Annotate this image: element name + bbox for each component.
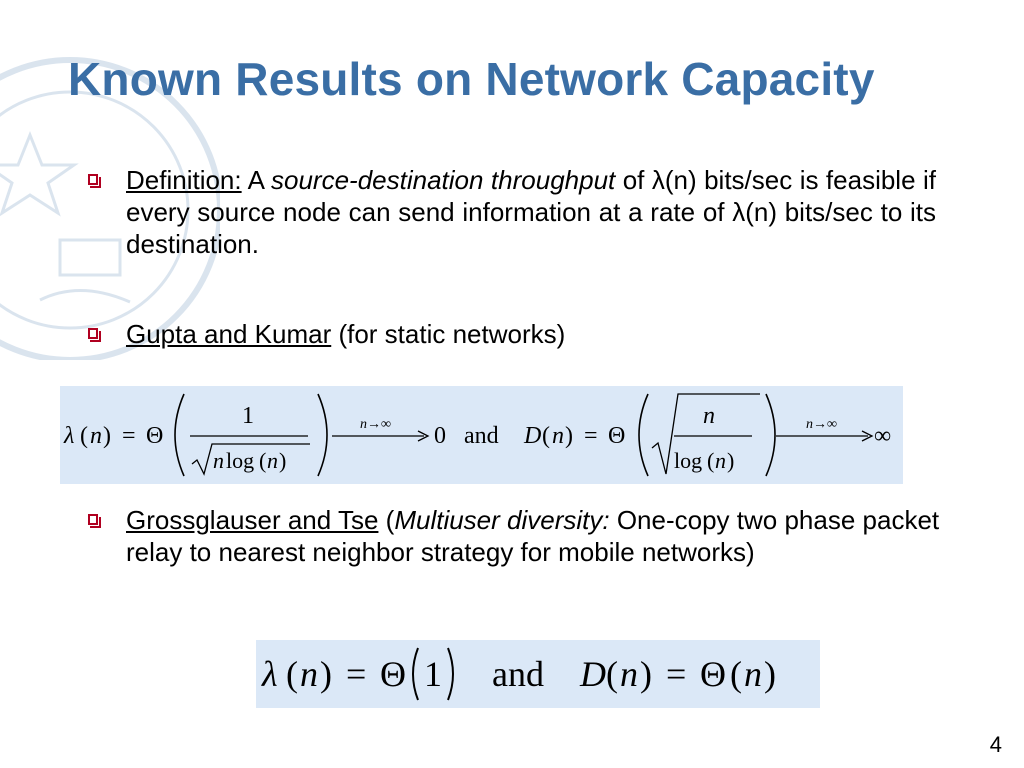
gupta-label: Gupta and Kumar	[126, 319, 332, 349]
f1-bigparen-right-2	[765, 393, 776, 477]
f1-limit-label: n→∞	[360, 417, 391, 432]
f1-den-n2: n	[267, 448, 278, 473]
f1-den-log-2: log	[674, 448, 702, 473]
f1-D: D	[523, 423, 541, 449]
f1-eq-2: =	[584, 423, 598, 449]
f2-paren-open: (	[286, 654, 298, 694]
bullet-marker-icon	[88, 174, 101, 188]
f1-theta: Θ	[146, 423, 163, 449]
f2-theta: Θ	[380, 654, 406, 694]
f1-sqrt-icon	[191, 443, 310, 476]
f2-paren-right-large	[447, 647, 454, 701]
f1-arrow-head-icon-2	[861, 430, 874, 442]
formula-gt-svg: λ ( n ) = Θ 1 and D ( n ) = Θ ( n )	[261, 647, 776, 701]
bullet-gupta-text: Gupta and Kumar (for static networks)	[126, 318, 936, 350]
bullet-marker-icon	[88, 514, 101, 528]
bullet-gt-text: Grossglauser and Tse (Multiuser diversit…	[126, 504, 960, 568]
f1-zero: 0	[434, 423, 446, 449]
f1-paren-close: )	[103, 423, 111, 449]
f1-den-paren-close-2: )	[727, 448, 734, 473]
f1-paren-open-2: (	[542, 423, 550, 449]
gupta-rest: (for static networks)	[331, 319, 566, 349]
f1-eq: =	[122, 423, 136, 449]
f1-infinity: ∞	[874, 423, 891, 449]
f1-theta-2: Θ	[608, 423, 625, 449]
f1-lambda: λ	[63, 423, 74, 449]
f2-theta-2: Θ	[700, 654, 726, 694]
f1-numerator: 1	[242, 403, 254, 429]
f1-den-paren-open: (	[259, 448, 266, 473]
university-seal-watermark	[0, 57, 220, 360]
definition-rest: of λ(n) bits/sec is feasible if every so…	[126, 165, 936, 259]
f2-paren-close: )	[320, 654, 332, 694]
f2-one: 1	[424, 654, 442, 694]
gt-open: (	[378, 505, 395, 535]
bullet-gupta-kumar: Gupta and Kumar (for static networks)	[88, 318, 936, 350]
f2-n-3: n	[744, 654, 762, 694]
formula-grossglauser-tse: λ ( n ) = Θ 1 and D ( n ) = Θ ( n )	[256, 640, 820, 708]
f1-n-2: n	[552, 423, 564, 449]
f2-paren-left-large	[412, 647, 419, 701]
f2-paren-open-3: (	[730, 654, 742, 694]
page-number: 4	[989, 732, 1002, 757]
f1-den-n-3: n	[715, 448, 726, 473]
f2-paren-close-3: )	[764, 654, 776, 694]
bullet-definition-text: Definition: A source-destination through…	[126, 164, 936, 260]
f2-paren-close-2: )	[640, 654, 652, 694]
definition-term: source-destination throughput	[271, 165, 616, 195]
f2-eq-2: =	[666, 654, 686, 694]
bullet-definition: Definition: A source-destination through…	[88, 164, 936, 260]
f1-num-n: n	[703, 403, 715, 429]
slide-title: Known Results on Network Capacity	[68, 53, 875, 105]
f2-paren-open-2: (	[606, 654, 618, 694]
gt-label: Grossglauser and Tse	[126, 505, 379, 535]
gt-rest: One-copy two phase packet relay to neare…	[126, 505, 940, 567]
f2-n: n	[300, 654, 318, 694]
f1-arrow-head-icon	[417, 430, 430, 442]
bullet-marker-icon	[88, 328, 101, 342]
f1-and: and	[464, 423, 499, 449]
f1-den-paren-open-2: (	[707, 448, 714, 473]
f2-eq: =	[346, 654, 366, 694]
formula-gupta-kumar: λ ( n ) = Θ 1 n log ( n ) n→∞ 0 and D ( …	[60, 386, 903, 484]
f1-bigparen-left-2	[638, 393, 649, 477]
f1-n: n	[90, 423, 102, 449]
definition-pre: A	[241, 165, 272, 195]
definition-label: Definition:	[126, 165, 242, 195]
f2-lambda: λ	[261, 654, 278, 694]
bullet-grossglauser-tse: Grossglauser and Tse (Multiuser diversit…	[88, 504, 960, 568]
f1-den-paren-close: )	[279, 448, 286, 473]
f2-and: and	[492, 654, 544, 694]
f1-den-n: n	[213, 448, 224, 473]
gt-term: Multiuser diversity:	[394, 505, 610, 535]
f1-bigparen-left	[174, 393, 185, 477]
f1-sqrt-icon-2	[651, 393, 760, 475]
formula-gupta-kumar-svg: λ ( n ) = Θ 1 n log ( n ) n→∞ 0 and D ( …	[63, 393, 891, 477]
f1-limit-label-2: n→∞	[806, 417, 837, 432]
f2-D: D	[579, 654, 606, 694]
f1-paren-open: (	[80, 423, 88, 449]
f2-n-2: n	[620, 654, 638, 694]
f1-bigparen-right	[317, 393, 328, 477]
f1-den-log: log	[226, 448, 254, 473]
f1-paren-close-2: )	[565, 423, 573, 449]
